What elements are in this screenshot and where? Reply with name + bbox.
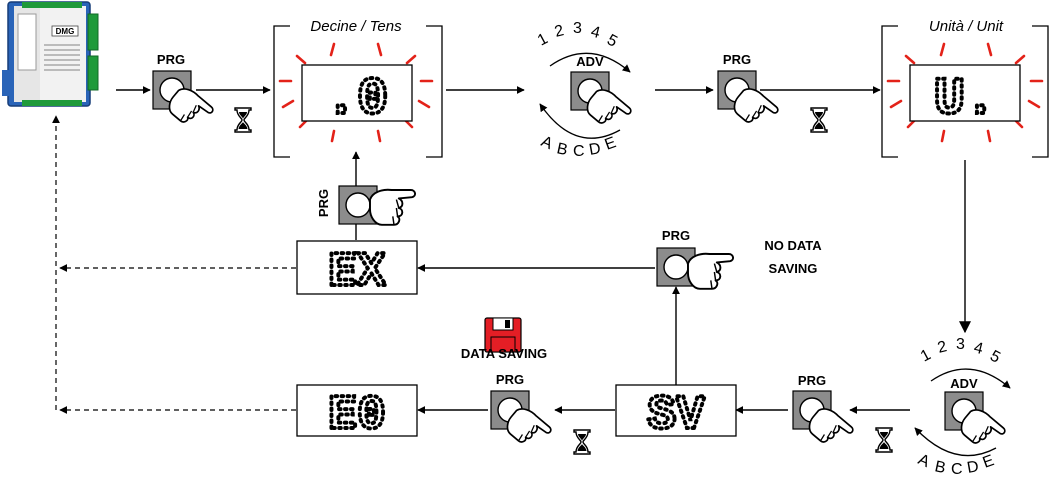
svg-text:5: 5 [987,348,1003,367]
svg-text:D: D [966,458,980,477]
svg-text:3: 3 [573,20,582,37]
digit-sequence-1: 1 2 3 4 5 [535,20,620,51]
prg-label-4: PRG [662,228,690,243]
tens-display-value: .0 [326,70,388,129]
svg-text:A: A [538,133,555,153]
adv-button-1[interactable]: 1 2 3 4 5 ADV A B C D E [535,20,634,160]
prg-label-3: PRG [798,373,826,388]
prg-button-save[interactable]: PRG [490,372,591,455]
tens-panel: Decine / Tens .0 [273,18,443,158]
hourglass-icon [810,107,828,133]
floppy-disk-icon [484,317,522,353]
tens-display [301,64,413,122]
svg-text:2: 2 [553,22,566,41]
svg-text:D: D [588,140,602,159]
prg-label-2: PRG [723,52,751,67]
svg-text:2: 2 [936,338,949,357]
unit-panel-title: Unità / Unit [929,18,1004,35]
svg-text:E: E [981,452,997,472]
letter-sequence-1: A B C D E [538,133,618,160]
tens-panel-title: Decine / Tens [310,18,402,35]
unit-display [909,64,1021,122]
svg-text:C: C [951,461,963,478]
prg-label-5: PRG [316,189,331,217]
svg-text:3: 3 [956,336,965,353]
prg-label-6: PRG [496,372,524,387]
hourglass-icon [875,427,893,453]
prg-label-1: PRG [157,52,185,67]
save-display-value: SV [647,389,705,443]
prg-button-no-save[interactable]: PRG NO DATA SAVING [656,228,822,290]
device-brand-label: DMG [56,27,75,36]
svg-text:B: B [933,458,947,477]
svg-text:C: C [573,143,585,160]
digit-sequence-2: 1 2 3 4 5 [918,336,1003,367]
svg-text:4: 4 [972,339,985,358]
exit-display-value: EX [328,246,386,300]
svg-text:1: 1 [918,346,934,365]
prg-button-3[interactable]: PRG [792,373,893,454]
exit-display: EX [296,240,418,302]
hourglass-icon [234,107,252,133]
adv-label-1: ADV [576,54,604,69]
prg-button-1[interactable]: PRG [152,52,252,134]
prg-button-2[interactable]: PRG [717,52,828,134]
unit-display-value: U. [934,70,996,129]
svg-text:5: 5 [604,32,620,51]
no-saving-note-line1: NO DATA [764,238,822,253]
save-display: SV [615,384,737,445]
svg-text:4: 4 [589,23,602,42]
end-display-value: E0 [328,389,386,443]
no-saving-note-line2: SAVING [769,261,818,276]
unit-panel: Unità / Unit U. [881,18,1049,158]
svg-text:B: B [555,140,569,159]
letter-sequence-2: A B C D E [915,451,996,478]
adv-label-2: ADV [950,376,978,391]
data-saving-note: DATA SAVING [461,346,547,361]
hourglass-icon [573,429,591,455]
adv-button-2[interactable]: 1 2 3 4 5 ADV A B C D E [914,336,1011,478]
svg-text:E: E [603,134,619,154]
svg-text:1: 1 [535,30,551,49]
svg-text:A: A [915,451,932,471]
device-icon: DMG [2,1,99,107]
blink-rays [278,42,434,143]
flow-arrows [116,86,971,414]
end-display: E0 [296,384,418,445]
prg-button-exit[interactable]: PRG [316,185,417,226]
return-arrows [52,115,296,414]
